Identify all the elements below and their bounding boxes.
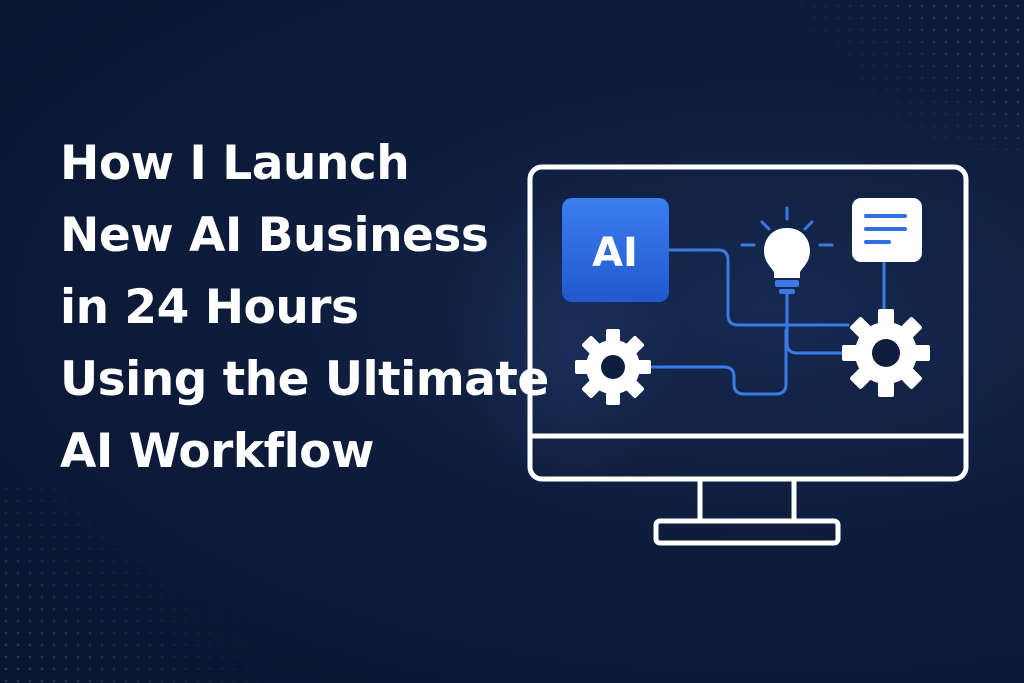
monitor-icon: [527, 164, 969, 546]
gear-icon: [842, 309, 930, 397]
decorative-dots-top-right: [784, 0, 1024, 150]
headline-line-2: New AI Business: [60, 208, 489, 263]
headline-line-5: AI Workflow: [60, 424, 374, 479]
decorative-dots-bottom-left: [0, 483, 260, 683]
connection-lines: [643, 248, 886, 396]
headline: How I Launch New AI Business in 24 Hours…: [60, 128, 549, 488]
ai-badge-label: AI: [592, 230, 638, 276]
ai-chip-icon: AI: [562, 198, 669, 302]
document-icon: [852, 198, 922, 262]
headline-line-3: in 24 Hours: [60, 280, 359, 335]
gear-icon: [575, 329, 651, 405]
headline-line-1: How I Launch: [60, 136, 410, 191]
headline-line-4: Using the Ultimate: [60, 352, 549, 407]
lightbulb-icon: [740, 206, 834, 294]
